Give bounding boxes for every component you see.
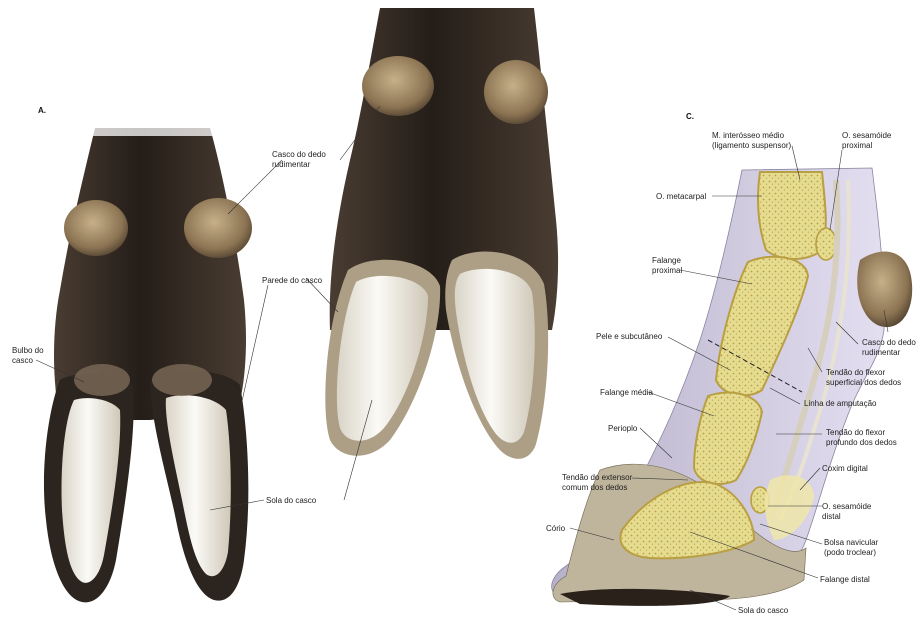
label-bulbo-do-casco: Bulbo do casco (12, 346, 44, 365)
label-coxim-digital: Coxim digital (822, 464, 868, 474)
label-tendao-flexor-profundo: Tendão do flexor profundo dos dedos (826, 428, 897, 447)
label-parede-do-casco: Parede do casco (262, 276, 322, 286)
label-falange-proximal: Falange proximal (652, 256, 682, 275)
label-sola-do-casco-a: Sola do casco (266, 496, 316, 506)
label-o-sesamoide-proximal: O. sesamóide proximal (842, 131, 891, 150)
panel-label-c: C. (686, 112, 694, 121)
label-tendao-flexor-superficial: Tendão do flexor superficial dos dedos (826, 368, 901, 387)
label-tendao-extensor: Tendão do extensor comum dos dedos (562, 473, 632, 492)
label-o-metacarpal: O. metacarpal (656, 192, 706, 202)
label-casco-dedo-rudimentar-a: Casco do dedo rudimentar (272, 150, 326, 169)
label-pele-subcutaneo: Pele e subcutâneo (596, 332, 662, 342)
panel-a-foot-view (36, 118, 282, 602)
panel-b-solar-view (306, 8, 558, 500)
label-m-interosseo: M. interósseo médio (ligamento suspensor… (712, 131, 791, 150)
label-corio: Cório (546, 524, 565, 534)
label-sola-do-casco-c: Sola do casco (738, 606, 788, 616)
label-casco-dedo-rudimentar-c: Casco do dedo rudimentar (862, 338, 916, 357)
label-bolsa-navicular: Bolsa navicular (podo troclear) (824, 538, 878, 557)
panel-label-a: A. (38, 106, 46, 115)
label-linha-amputacao: Linha de amputação (804, 399, 877, 409)
label-falange-distal: Falange distal (820, 575, 870, 585)
label-falange-media: Falange média (600, 388, 653, 398)
label-o-sesamoide-distal: O. sesamóide distal (822, 502, 871, 521)
label-perioplo: Perioplo (608, 424, 637, 434)
